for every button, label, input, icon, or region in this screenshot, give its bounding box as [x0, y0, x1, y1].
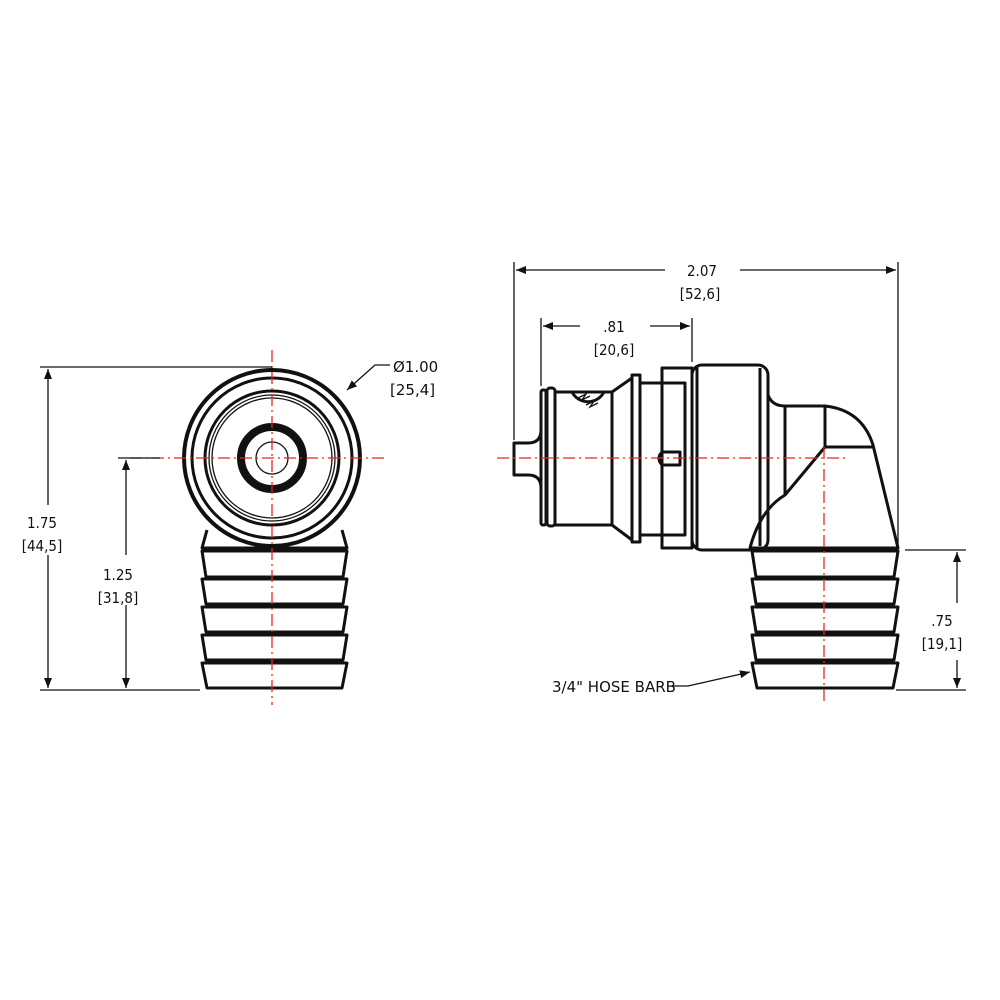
- center-height-inch: 1.25: [103, 566, 133, 584]
- center-height-mm: [31,8]: [98, 589, 139, 607]
- dimension-barb-length: .75 [19,1]: [896, 549, 966, 691]
- diameter-mm: [25,4]: [390, 381, 435, 399]
- front-hose-barb: [200, 529, 349, 690]
- side-hose-barb: [750, 549, 900, 690]
- dimension-center-height: 1.25 [31,8]: [98, 457, 160, 688]
- overall-height-mm: [44,5]: [22, 537, 63, 555]
- hose-barb-callout: 3/4" HOSE BARB: [552, 670, 751, 696]
- front-view: 1.75 [44,5] 1.25 [31,8] Ø1.00 [25,4]: [22, 350, 438, 705]
- insert-length-mm: [20,6]: [594, 341, 635, 359]
- hose-barb-label: 3/4" HOSE BARB: [552, 678, 676, 696]
- barb-length-mm: [19,1]: [922, 635, 963, 653]
- barb-length-inch: .75: [931, 612, 952, 630]
- dimension-insert-length: .81 [20,6]: [540, 318, 693, 386]
- overall-length-inch: 2.07: [687, 262, 717, 280]
- side-view: 2.07 [52,6] .81 [20,6] .75 [19,1] 3/4" H…: [497, 262, 966, 705]
- insert-length-inch: .81: [603, 318, 624, 336]
- dimension-overall-length: 2.07 [52,6]: [513, 262, 899, 545]
- overall-length-mm: [52,6]: [680, 285, 721, 303]
- dimension-overall-height: 1.75 [44,5]: [22, 366, 272, 691]
- dimension-diameter: Ø1.00 [25,4]: [346, 358, 438, 399]
- diameter-inch: Ø1.00: [393, 358, 438, 376]
- overall-height-inch: 1.75: [27, 514, 57, 532]
